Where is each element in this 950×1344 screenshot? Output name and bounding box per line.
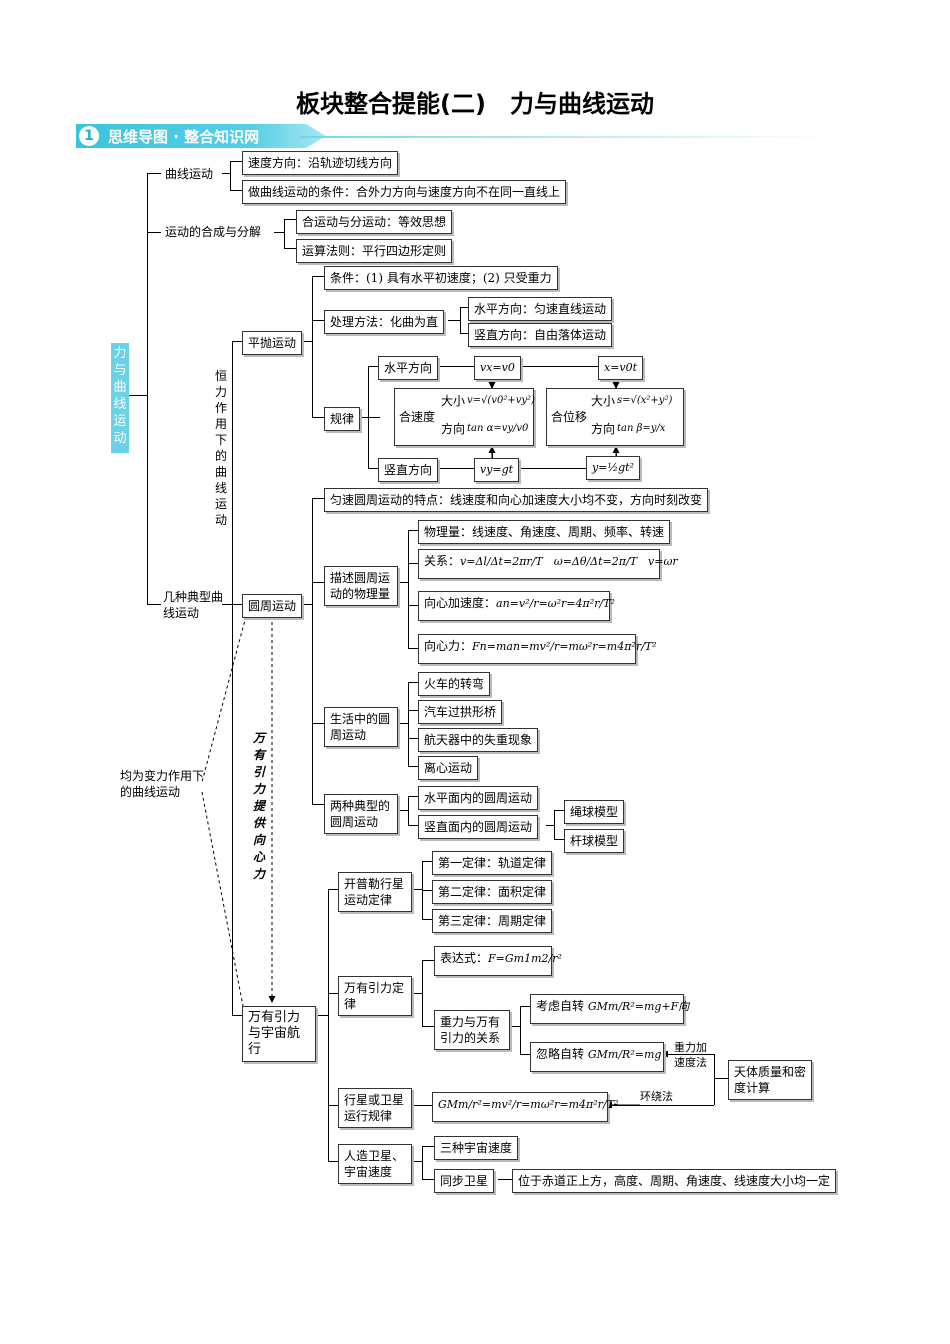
box-horizontal-plane: 水平面内的圆周运动 [418, 786, 539, 810]
node-typical-curves: 几种典型曲线运动 [163, 590, 224, 620]
label-orbit-method: 环绕法 [640, 1090, 673, 1103]
node-curve-motion: 曲线运动 [165, 167, 214, 181]
box-kepler-laws: 开普勒行星运动定律 [338, 872, 412, 912]
box-life-item-2: 汽车过拱形桥 [418, 700, 503, 724]
box-rod-ball-model: 杆球模型 [564, 829, 625, 853]
label-gravity-centripetal: 万有引力提供向心力 [252, 731, 265, 881]
box-ignore-rotation: 忽略自转 GMm/R²=mg [530, 1042, 664, 1072]
box-resultant-velocity: 合速度 大小 v=√(v0²+vy²) 方向 tan α=vy/v0 [394, 388, 535, 446]
formula-ignore-rotation: GMm/R²=mg [587, 1048, 662, 1061]
label-resultant-velocity: 合速度 [399, 410, 436, 424]
root-label: 力与曲线运动 [113, 346, 127, 446]
formula-centripetal-acceleration: an=v²/r=ω²r=4π²r/T² [496, 597, 615, 610]
box-equivalence: 合运动与分运动：等效思想 [296, 210, 453, 234]
box-cosmic-speeds: 三种宇宙速度 [434, 1136, 519, 1160]
box-vx-formula: vx=v0 [474, 356, 521, 380]
label-gravity-method-line2: 速度法 [674, 1056, 707, 1069]
label-gravity-method-line1: 重力加 [674, 1041, 707, 1054]
box-gravity-relation: 重力与万有引力的关系 [434, 1010, 510, 1050]
box-vertical-plane: 竖直面内的圆周运动 [418, 815, 539, 839]
box-y-formula: y=½gt² [586, 456, 640, 480]
label-centripetal-acceleration: 向心加速度： [424, 596, 497, 610]
label-relation: 关系： [424, 554, 461, 568]
label-constant-force: 恒力作用下的曲线运动 [214, 369, 227, 527]
label-vel-size: 大小 [441, 394, 466, 408]
box-physical-quantities: 物理量：线速度、角速度、周期、频率、转速 [418, 520, 671, 544]
formula-vel-size: v=√(v0²+vy²) [467, 395, 535, 406]
label-consider-rotation: 考虑自转 [536, 999, 585, 1013]
formula-planet: GMm/r²=mv²/r=mω²r=m4π²r/T² [438, 1098, 619, 1111]
label-resultant-displacement: 合位移 [551, 410, 588, 424]
box-centripetal-acceleration: 向心加速度：an=v²/r=ω²r=4π²r/T² [418, 591, 615, 621]
formula-relation: v=Δl/Δt=2πr/T ω=Δθ/Δt=2π/T v=ωr [460, 555, 678, 568]
box-circular-in-life: 生活中的圆周运动 [324, 707, 398, 747]
section-number-badge: 1 [79, 126, 99, 146]
section-banner-text: 思维导图 · 整合知识网 [108, 128, 260, 146]
box-horizontal-uniform: 水平方向：匀速直线运动 [468, 297, 613, 321]
box-planet-formula: GMm/r²=mv²/r=mω²r=m4π²r/T² [432, 1092, 618, 1122]
box-consider-rotation: 考虑自转 GMm/R²=mg+F向 [530, 994, 689, 1024]
box-projectile: 平抛运动 [242, 331, 303, 355]
label-pos-size: 大小 [591, 394, 616, 408]
formula-pos-dir: tan β=y/x [617, 423, 666, 434]
label-vel-dir: 方向 [441, 422, 466, 436]
box-kepler-3: 第三定律：周期定律 [432, 909, 553, 933]
banner-divider [300, 136, 830, 138]
formula-consider-rotation: GMm/R²=mg+F向 [587, 1000, 690, 1013]
box-circular-motion: 圆周运动 [242, 594, 303, 618]
box-projectile-method: 处理方法：化曲为直 [324, 310, 445, 334]
page-title: 板块整合提能(二) 力与曲线运动 [296, 90, 654, 118]
box-x-formula: x=v0t [598, 356, 644, 380]
box-life-item-4: 离心运动 [418, 756, 479, 780]
box-kepler-1: 第一定律：轨道定律 [432, 851, 553, 875]
label-centripetal-force: 向心力： [424, 639, 473, 653]
box-velocity-direction: 速度方向：沿轨迹切线方向 [242, 151, 399, 175]
formula-expression: F=Gm1m2/r² [488, 952, 562, 965]
box-planet-motion: 行星或卫星运行规律 [338, 1088, 412, 1128]
formula-vel-dir: tan α=vy/v0 [467, 423, 529, 434]
box-geostationary: 同步卫星 [434, 1169, 495, 1193]
box-uniform-circular-feature: 匀速圆周运动的特点：线速度和向心加速度大小均不变，方向时刻改变 [324, 488, 709, 512]
box-expression: 表达式：F=Gm1m2/r² [434, 946, 562, 976]
box-circular-quantities: 描述圆周运动的物理量 [324, 566, 398, 606]
label-pos-dir: 方向 [591, 422, 616, 436]
box-life-item-1: 火车的转弯 [418, 672, 491, 696]
box-vertical-direction: 竖直方向 [378, 458, 439, 482]
label-expression: 表达式： [440, 951, 489, 965]
box-kepler-2: 第二定律：面积定律 [432, 880, 553, 904]
box-horizontal-direction: 水平方向 [378, 356, 439, 380]
box-celestial-mass-density: 天体质量和密度计算 [728, 1060, 812, 1100]
box-life-item-3: 航天器中的失重现象 [418, 728, 539, 752]
box-vy-formula: vy=gt [474, 458, 520, 482]
box-relation: 关系：v=Δl/Δt=2πr/T ω=Δθ/Δt=2π/T v=ωr [418, 549, 678, 579]
label-ignore-rotation: 忽略自转 [536, 1047, 585, 1061]
root-node: 力与曲线运动 [111, 343, 129, 453]
box-parallelogram-rule: 运算法则：平行四边形定则 [296, 239, 453, 263]
formula-centripetal-force: Fn=man=mv²/r=mω²r=m4π²r/T² [472, 640, 657, 653]
box-rope-ball-model: 绳球模型 [564, 800, 625, 824]
box-gravitation-law: 万有引力定律 [338, 976, 412, 1016]
box-artificial-satellite: 人造卫星、宇宙速度 [338, 1144, 412, 1184]
node-composition: 运动的合成与分解 [165, 225, 262, 239]
box-centripetal-force: 向心力：Fn=man=mv²/r=mω²r=m4π²r/T² [418, 634, 657, 664]
section-banner [76, 124, 326, 148]
box-curve-condition: 做曲线运动的条件：合外力方向与速度方向不在同一直线上 [242, 180, 567, 204]
box-geostationary-desc: 位于赤道正上方，高度、周期、角速度、线速度大小均一定 [512, 1169, 837, 1193]
formula-pos-size: s=√(x²+y²) [617, 395, 673, 406]
label-variable-force: 均为变力作用下的曲线运动 [120, 769, 205, 799]
box-projectile-condition: 条件：(1) 具有水平初速度；(2) 只受重力 [324, 266, 558, 290]
box-two-typical: 两种典型的圆周运动 [324, 794, 398, 834]
box-resultant-displacement: 合位移 大小 s=√(x²+y²) 方向 tan β=y/x [546, 388, 684, 446]
box-projectile-law: 规律 [324, 407, 361, 431]
label-gravity-method: 重力加速度法 [674, 1040, 707, 1070]
box-vertical-freefall: 竖直方向：自由落体运动 [468, 323, 613, 347]
box-gravitation-space: 万有引力与宇宙航行 [242, 1006, 316, 1062]
